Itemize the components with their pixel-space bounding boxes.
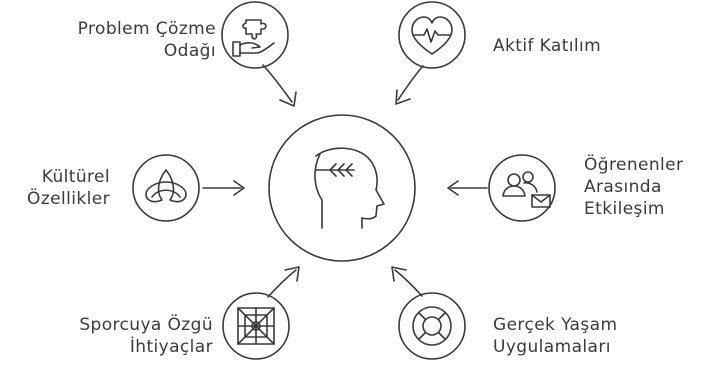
center-circle [268,114,416,262]
label-cultural-features: Kültürel Özellikler [27,166,110,210]
athlete-needs-circle [222,292,290,360]
arrow-problem-solving [262,64,293,103]
label-line: Odağı [163,41,216,61]
label-athlete-needs: Sporcuya Özgü İhtiyaçlar [79,314,213,358]
lifebuoy-icon [412,306,452,346]
problem-solving-circle [221,1,289,69]
label-active-participation: Aktif Katılım [493,35,601,57]
label-line: Uygulamaları [493,337,611,357]
real-life-circle [398,292,466,360]
label-line: Sporcuya Özgü [79,315,213,335]
label-line: Arasında [584,177,662,197]
puzzle-hand-icon [232,19,275,57]
label-line: Aktif Katılım [493,36,602,56]
label-learner-interaction: Öğrenenler Arasında Etkileşim [584,154,683,220]
active-participation-circle [398,1,466,69]
learner-interaction-circle [488,154,556,222]
arrow-active-participation [397,65,424,101]
head-with-laurel-icon [314,147,385,229]
label-line: Kültürel [41,167,110,187]
label-line: İhtiyaçlar [129,337,213,357]
arrow-real-life [394,269,423,297]
label-line: Gerçek Yaşam [493,315,618,335]
label-line: Özellikler [27,189,110,209]
people-mail-icon [502,171,551,208]
heart-pulse-icon [411,16,453,55]
triquetra-icon [145,169,187,203]
cultural-features-circle [132,154,200,222]
label-problem-solving: Problem Çözme Odağı [78,18,216,62]
label-line: Etkileşim [584,199,665,219]
spider-web-icon [237,307,275,345]
label-real-life: Gerçek Yaşam Uygulamaları [493,314,617,358]
label-line: Problem Çözme [77,19,216,39]
label-line: Öğrenenler [584,155,684,175]
arrow-athlete-needs [267,269,297,298]
